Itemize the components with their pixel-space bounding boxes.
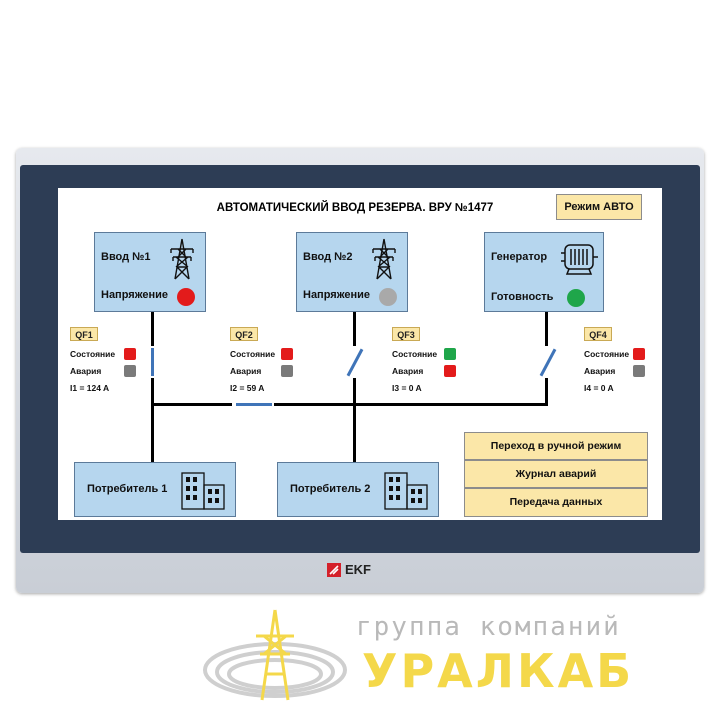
command-panel: Переход в ручной режим Журнал аварий Пер… <box>464 432 648 517</box>
page-title: АВТОМАТИЧЕСКИЙ ВВОД РЕЗЕРВА. ВРУ №1477 <box>216 202 494 214</box>
brand-label: EKF <box>345 562 371 577</box>
consumer-name: Потребитель 1 <box>87 483 168 495</box>
consumer-2[interactable]: Потребитель 2 <box>277 462 439 517</box>
status-label: Напряжение <box>101 289 168 301</box>
uralkab-emblem-icon <box>203 609 347 701</box>
breaker-current: I1 = 124 A <box>70 383 110 393</box>
alarm-log-button[interactable]: Журнал аварий <box>464 460 648 488</box>
breaker-tag-qf1: QF1 <box>70 327 98 341</box>
horizontal-bus <box>151 403 548 406</box>
status-label: Готовность <box>491 291 554 303</box>
breaker-state-indicator <box>444 348 456 360</box>
breaker-state-indicator <box>633 348 645 360</box>
breaker-state-indicator <box>281 348 293 360</box>
breaker-qf2-switch[interactable] <box>236 403 272 406</box>
breaker-alarm-label: Авария <box>70 366 102 376</box>
breaker-alarm-indicator <box>633 365 645 377</box>
source-name: Ввод №1 <box>101 251 151 263</box>
consumer-1[interactable]: Потребитель 1 <box>74 462 236 517</box>
breaker-qf1-switch[interactable] <box>151 348 154 376</box>
breaker-tag-qf2: QF2 <box>230 327 258 341</box>
breaker-current: I2 = 59 A <box>230 383 265 393</box>
watermark-line1: группа компаний <box>356 612 621 642</box>
breaker-state-label: Состояние <box>584 349 630 359</box>
breaker-state-indicator <box>124 348 136 360</box>
mode-auto-button[interactable]: Режим АВТО <box>556 194 642 220</box>
power-tower-icon <box>372 238 396 280</box>
source-name: Генератор <box>491 251 548 263</box>
manual-mode-button[interactable]: Переход в ручной режим <box>464 432 648 460</box>
breaker-alarm-indicator <box>444 365 456 377</box>
building-icon <box>181 472 225 510</box>
source-input-2[interactable]: Ввод №2 Напряжение <box>296 232 408 312</box>
source-input-1[interactable]: Ввод №1 Напряжение <box>94 232 206 312</box>
voltage-lamp <box>177 288 195 306</box>
bus-line-source1 <box>151 312 154 462</box>
building-icon <box>384 472 428 510</box>
breaker-tag-qf3: QF3 <box>392 327 420 341</box>
source-generator[interactable]: Генератор Готовность <box>484 232 604 312</box>
breaker-alarm-label: Авария <box>392 366 424 376</box>
breaker-alarm-label: Авария <box>584 366 616 376</box>
voltage-lamp <box>379 288 397 306</box>
breaker-tag-qf4: QF4 <box>584 327 612 341</box>
status-label: Напряжение <box>303 289 370 301</box>
breaker-alarm-indicator <box>124 365 136 377</box>
ekf-logo-icon <box>327 563 341 577</box>
breaker-current: I4 = 0 A <box>584 383 614 393</box>
data-transfer-button[interactable]: Передача данных <box>464 488 648 517</box>
breaker-current: I3 = 0 A <box>392 383 422 393</box>
breaker-state-label: Состояние <box>70 349 116 359</box>
bus-line-source2 <box>353 312 356 462</box>
breaker-state-label: Состояние <box>392 349 438 359</box>
breaker-alarm-label: Авария <box>230 366 262 376</box>
breaker-state-label: Состояние <box>230 349 276 359</box>
watermark-line2: УРАЛКАБ <box>362 644 635 698</box>
breaker-alarm-indicator <box>281 365 293 377</box>
power-tower-icon <box>170 238 194 280</box>
source-name: Ввод №2 <box>303 251 353 263</box>
consumer-name: Потребитель 2 <box>290 483 371 495</box>
ready-lamp <box>567 289 585 307</box>
generator-icon <box>561 244 598 275</box>
